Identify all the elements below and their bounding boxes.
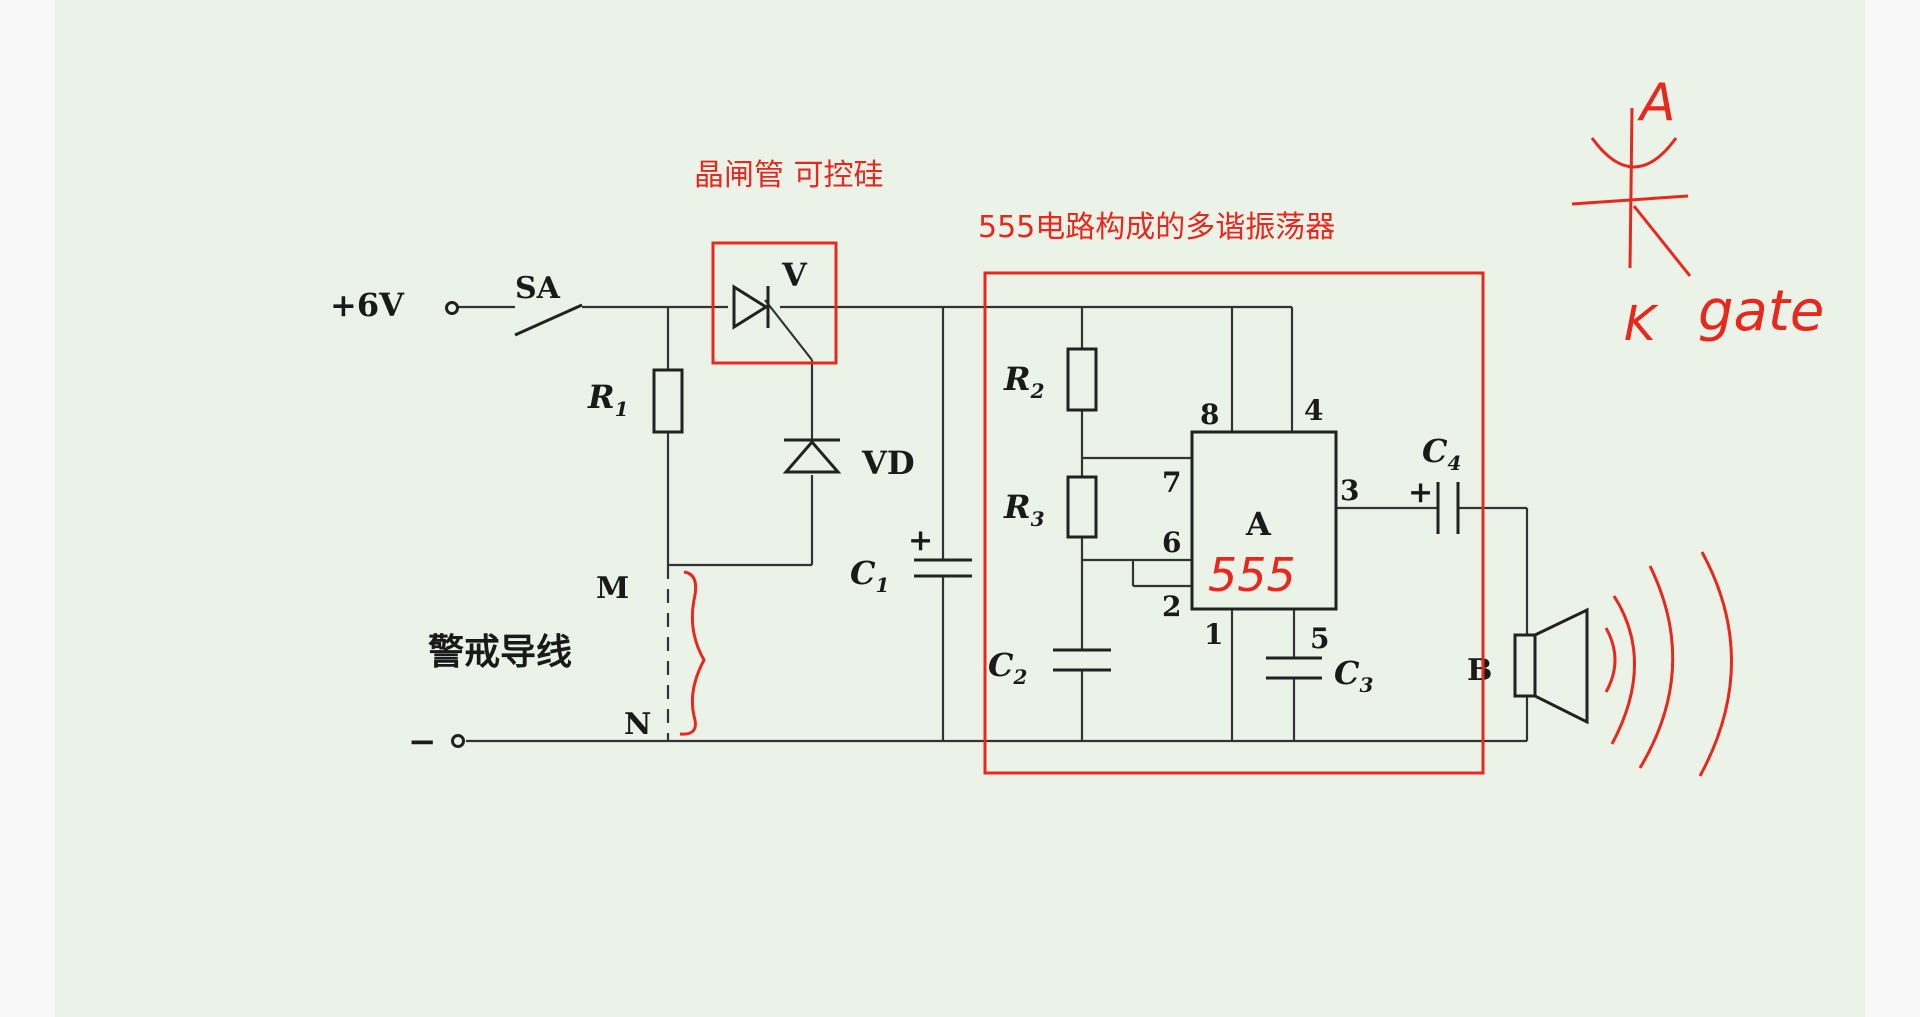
terminal-negative <box>451 734 465 748</box>
label-pin-6: 6 <box>1162 526 1181 559</box>
capacitor-c2 <box>1053 648 1111 672</box>
switch-sa <box>514 303 583 337</box>
label-c1: C1 <box>850 554 889 597</box>
label-plus-6v: +6V <box>330 286 405 324</box>
note-oscillator: 555电路构成的多谐振荡器 <box>978 210 1335 245</box>
label-b: B <box>1467 653 1492 688</box>
guard-wire-brace <box>679 570 706 736</box>
label-c3: C3 <box>1334 654 1373 697</box>
handwritten-gate: gate <box>1698 279 1824 344</box>
ic-555 <box>1190 430 1338 611</box>
resistor-r1 <box>652 368 684 434</box>
label-pin-7: 7 <box>1162 466 1181 499</box>
label-pin-8: 8 <box>1200 398 1219 431</box>
sound-wave-1 <box>1604 627 1617 693</box>
label-plus-c4: + <box>1408 475 1433 510</box>
label-guard-wire: 警戒导线 <box>428 631 572 673</box>
label-pin-2: 2 <box>1162 590 1181 623</box>
note-thyristor: 晶闸管 可控硅 <box>694 158 884 193</box>
diode-vd <box>782 438 842 474</box>
handwritten-thyristor-symbol: A K gate <box>1571 73 1824 352</box>
label-c2: C2 <box>988 646 1027 689</box>
speaker-b <box>1513 607 1589 725</box>
wires <box>452 299 1529 743</box>
label-pin-3: 3 <box>1340 474 1359 507</box>
thyristor-v <box>732 284 770 330</box>
handwritten-k: K <box>1624 296 1659 352</box>
oscillator-highlight-box <box>983 271 1485 775</box>
label-minus: − <box>408 722 437 762</box>
resistor-r2 <box>1066 347 1098 412</box>
label-pin-5: 5 <box>1310 622 1329 655</box>
label-r2: R2 <box>1003 360 1045 403</box>
sound-wave-4 <box>1698 551 1733 777</box>
label-r1: R1 <box>587 378 629 421</box>
label-c4: C4 <box>1422 432 1461 475</box>
thyristor-highlight-box <box>711 241 838 365</box>
circuit-labels: +6V − SA R1 V VD + C1 R2 R3 C2 C3 C4 + A… <box>330 256 1492 762</box>
label-plus-c1: + <box>908 523 933 558</box>
label-n: N <box>624 707 651 742</box>
capacitor-c4 <box>1436 482 1460 534</box>
terminal-positive <box>445 301 459 315</box>
capacitor-c3 <box>1266 656 1322 680</box>
sound-wave-2 <box>1610 595 1636 745</box>
label-vd: VD <box>861 444 915 482</box>
resistor-r3 <box>1066 475 1098 539</box>
sound-wave-3 <box>1638 565 1675 769</box>
label-r3: R3 <box>1003 488 1045 531</box>
label-v: V <box>781 256 808 294</box>
handwritten-555: 555 <box>1208 548 1296 602</box>
label-sa: SA <box>515 271 561 306</box>
label-ic-a: A <box>1245 505 1272 543</box>
label-m: M <box>596 571 629 606</box>
red-annotations: 晶闸管 可控硅 555电路构成的多谐振荡器 555 A K gate <box>679 73 1824 777</box>
handwritten-a: A <box>1637 73 1676 133</box>
label-pin-4: 4 <box>1304 394 1323 427</box>
slide-canvas <box>55 0 1865 1017</box>
capacitor-c1 <box>914 558 972 578</box>
label-pin-1: 1 <box>1204 618 1223 651</box>
